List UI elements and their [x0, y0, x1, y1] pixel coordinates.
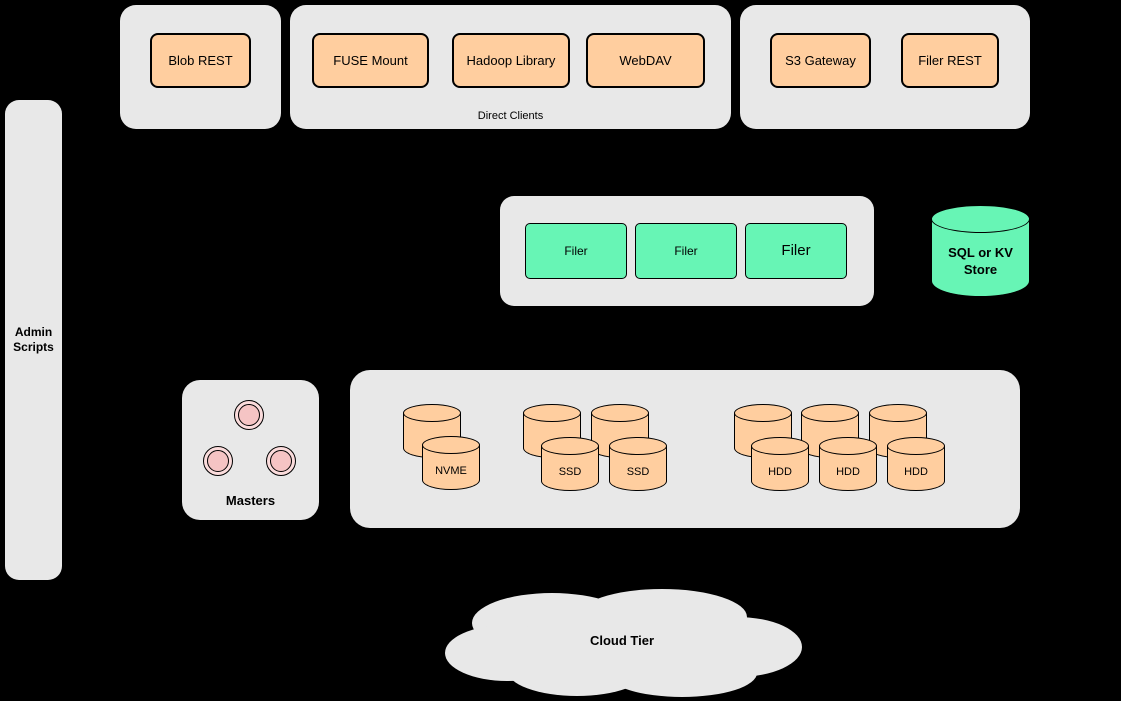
cylinder-top: [403, 404, 461, 422]
cylinder-top: [751, 437, 809, 455]
hdd-cylinder-front-2: HDD: [819, 437, 877, 491]
cylinder-top: [523, 404, 581, 422]
nvme-label: NVME: [435, 465, 467, 477]
cylinder-top: [422, 436, 480, 454]
s3-gateway-label: S3 Gateway: [785, 52, 856, 68]
cylinder-top: [801, 404, 859, 422]
cylinder-top: [887, 437, 945, 455]
blob-rest-node: Blob REST: [150, 33, 251, 88]
filer-node-2: Filer: [635, 223, 737, 279]
admin-scripts-label: Admin Scripts: [13, 325, 54, 354]
filer-rest-node: Filer REST: [901, 33, 999, 88]
sql-kv-store-cylinder: SQL or KV Store: [931, 205, 1030, 297]
cylinder-top: [609, 437, 667, 455]
hdd-cylinder-front-1: HDD: [751, 437, 809, 491]
masters-label: Masters: [225, 493, 276, 508]
direct-clients-group: FUSE Mount Hadoop Library WebDAV Direct …: [290, 5, 731, 129]
ssd-label-1: SSD: [558, 466, 582, 478]
ssd-label-2: SSD: [626, 466, 650, 478]
cylinder-top: [819, 437, 877, 455]
filer-group: Filer Filer Filer: [500, 196, 874, 306]
sql-kv-store-label: SQL or KV Store: [948, 245, 1013, 277]
cloud-icon: [445, 589, 802, 697]
blob-rest-label: Blob REST: [168, 52, 233, 68]
direct-clients-label: Direct Clients: [477, 110, 544, 122]
webdav-node: WebDAV: [586, 33, 705, 88]
hdd-label-2: HDD: [836, 466, 860, 478]
ssd-cylinder-front-1: SSD: [541, 437, 599, 491]
master-node-3: [266, 446, 296, 476]
cylinder-top: [541, 437, 599, 455]
cloud-tier-label: Cloud Tier: [589, 633, 655, 648]
filer-node-3: Filer: [745, 223, 847, 279]
cylinder-body: [887, 446, 945, 491]
hdd-label-3: HDD: [904, 466, 928, 478]
masters-group: Masters: [182, 380, 319, 520]
hadoop-library-node: Hadoop Library: [452, 33, 570, 88]
filer-label-3: Filer: [781, 242, 811, 259]
fuse-mount-label: FUSE Mount: [333, 52, 408, 68]
ssd-cylinder-front-2: SSD: [609, 437, 667, 491]
hadoop-library-label: Hadoop Library: [466, 52, 556, 68]
webdav-label: WebDAV: [619, 52, 672, 68]
blob-rest-group: Blob REST: [120, 5, 281, 129]
filer-rest-label: Filer REST: [918, 52, 982, 68]
filer-label-1: Filer: [564, 243, 588, 258]
admin-scripts-panel: Admin Scripts: [5, 100, 62, 580]
fuse-mount-node: FUSE Mount: [312, 33, 429, 88]
volume-servers-group: NVME SSD SSD: [350, 370, 1020, 528]
filer-node-1: Filer: [525, 223, 627, 279]
filer-label-2: Filer: [674, 243, 698, 258]
nvme-cylinder-front: NVME: [422, 436, 480, 490]
master-node-1: [234, 400, 264, 430]
gateway-group: S3 Gateway Filer REST: [740, 5, 1030, 129]
cylinder-top: [931, 205, 1030, 233]
master-node-2: [203, 446, 233, 476]
s3-gateway-node: S3 Gateway: [770, 33, 871, 88]
cylinder-top: [734, 404, 792, 422]
cylinder-top: [869, 404, 927, 422]
hdd-cylinder-front-3: HDD: [887, 437, 945, 491]
hdd-label-1: HDD: [768, 466, 792, 478]
ssd-cylinder-back-2: [591, 404, 649, 458]
cloud-tier-shape: Cloud Tier: [437, 585, 807, 700]
cylinder-top: [591, 404, 649, 422]
